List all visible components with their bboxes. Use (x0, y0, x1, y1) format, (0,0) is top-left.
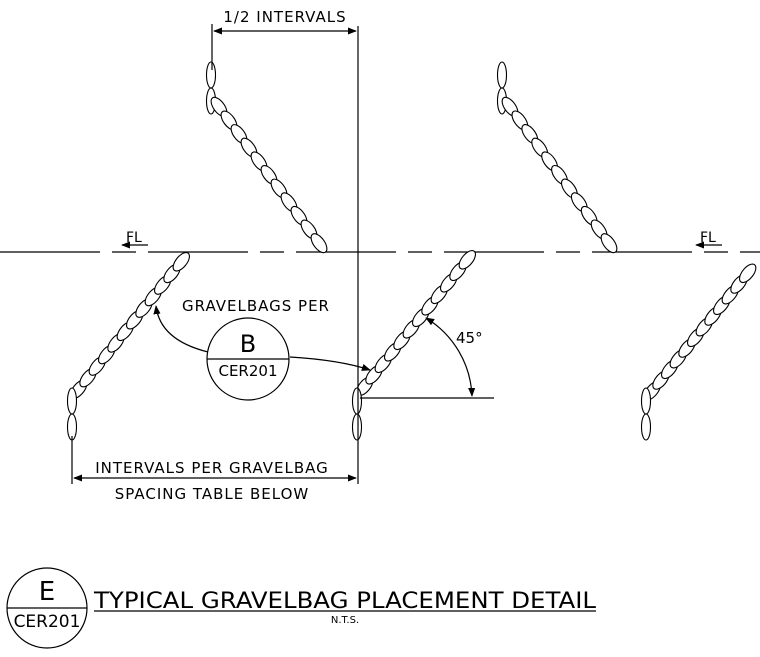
flowline-marker-left: FL (121, 230, 148, 249)
gravelbag (458, 250, 476, 270)
interval-dimension: INTERVALS PER GRAVELBAG SPACING TABLE BE… (71, 436, 357, 503)
upper-left-row (210, 96, 328, 254)
upper-right-row (501, 96, 618, 254)
gravelbag (172, 252, 190, 272)
gravelbag (640, 413, 652, 441)
gravelbag (351, 387, 363, 415)
callout-leader-left (153, 305, 209, 353)
title-bubble-letter: E (39, 577, 55, 607)
gravelbag (640, 387, 652, 415)
detail-bubble-b: B CER201 (206, 317, 290, 401)
bubble-b-letter: B (240, 330, 256, 358)
flowline-label-left: FL (126, 230, 142, 246)
flowline-label-right: FL (700, 230, 716, 246)
gravelbag (310, 233, 328, 254)
drawing-title: TYPICAL GRAVELBAG PLACEMENT DETAIL (93, 589, 597, 614)
lower-right-row (643, 263, 757, 401)
gravelbag-rows (66, 61, 757, 441)
angle-label: 45° (456, 329, 483, 347)
scale-note: N.T.S. (331, 615, 359, 626)
lower-left-end (66, 387, 78, 441)
flowline-marker-right: FL (695, 230, 722, 249)
interval-label-line2: SPACING TABLE BELOW (115, 485, 310, 503)
lower-right-end (640, 387, 652, 441)
bubble-b-sheet: CER201 (218, 362, 277, 380)
gravelbag (496, 61, 508, 89)
angle-dimension: 45° (360, 317, 494, 399)
half-interval-label: 1/2 INTERVALS (223, 8, 346, 26)
lower-left-row (70, 252, 190, 399)
gravelbag (351, 413, 363, 441)
gravelbag (600, 233, 618, 254)
lower-center-row (356, 250, 476, 397)
callout-text: GRAVELBAGS PER (182, 297, 330, 315)
title-block: E CER201 TYPICAL GRAVELBAG PLACEMENT DET… (6, 567, 597, 649)
title-bubble-sheet: CER201 (14, 612, 81, 632)
gravelbag (205, 61, 217, 89)
gravelbag (66, 387, 78, 415)
gravelbag (739, 263, 757, 284)
interval-label-line1: INTERVALS PER GRAVELBAG (95, 459, 329, 477)
lower-center-end (351, 387, 363, 441)
half-interval-dimension: 1/2 INTERVALS (211, 8, 357, 70)
callout-leader-right (289, 356, 371, 371)
